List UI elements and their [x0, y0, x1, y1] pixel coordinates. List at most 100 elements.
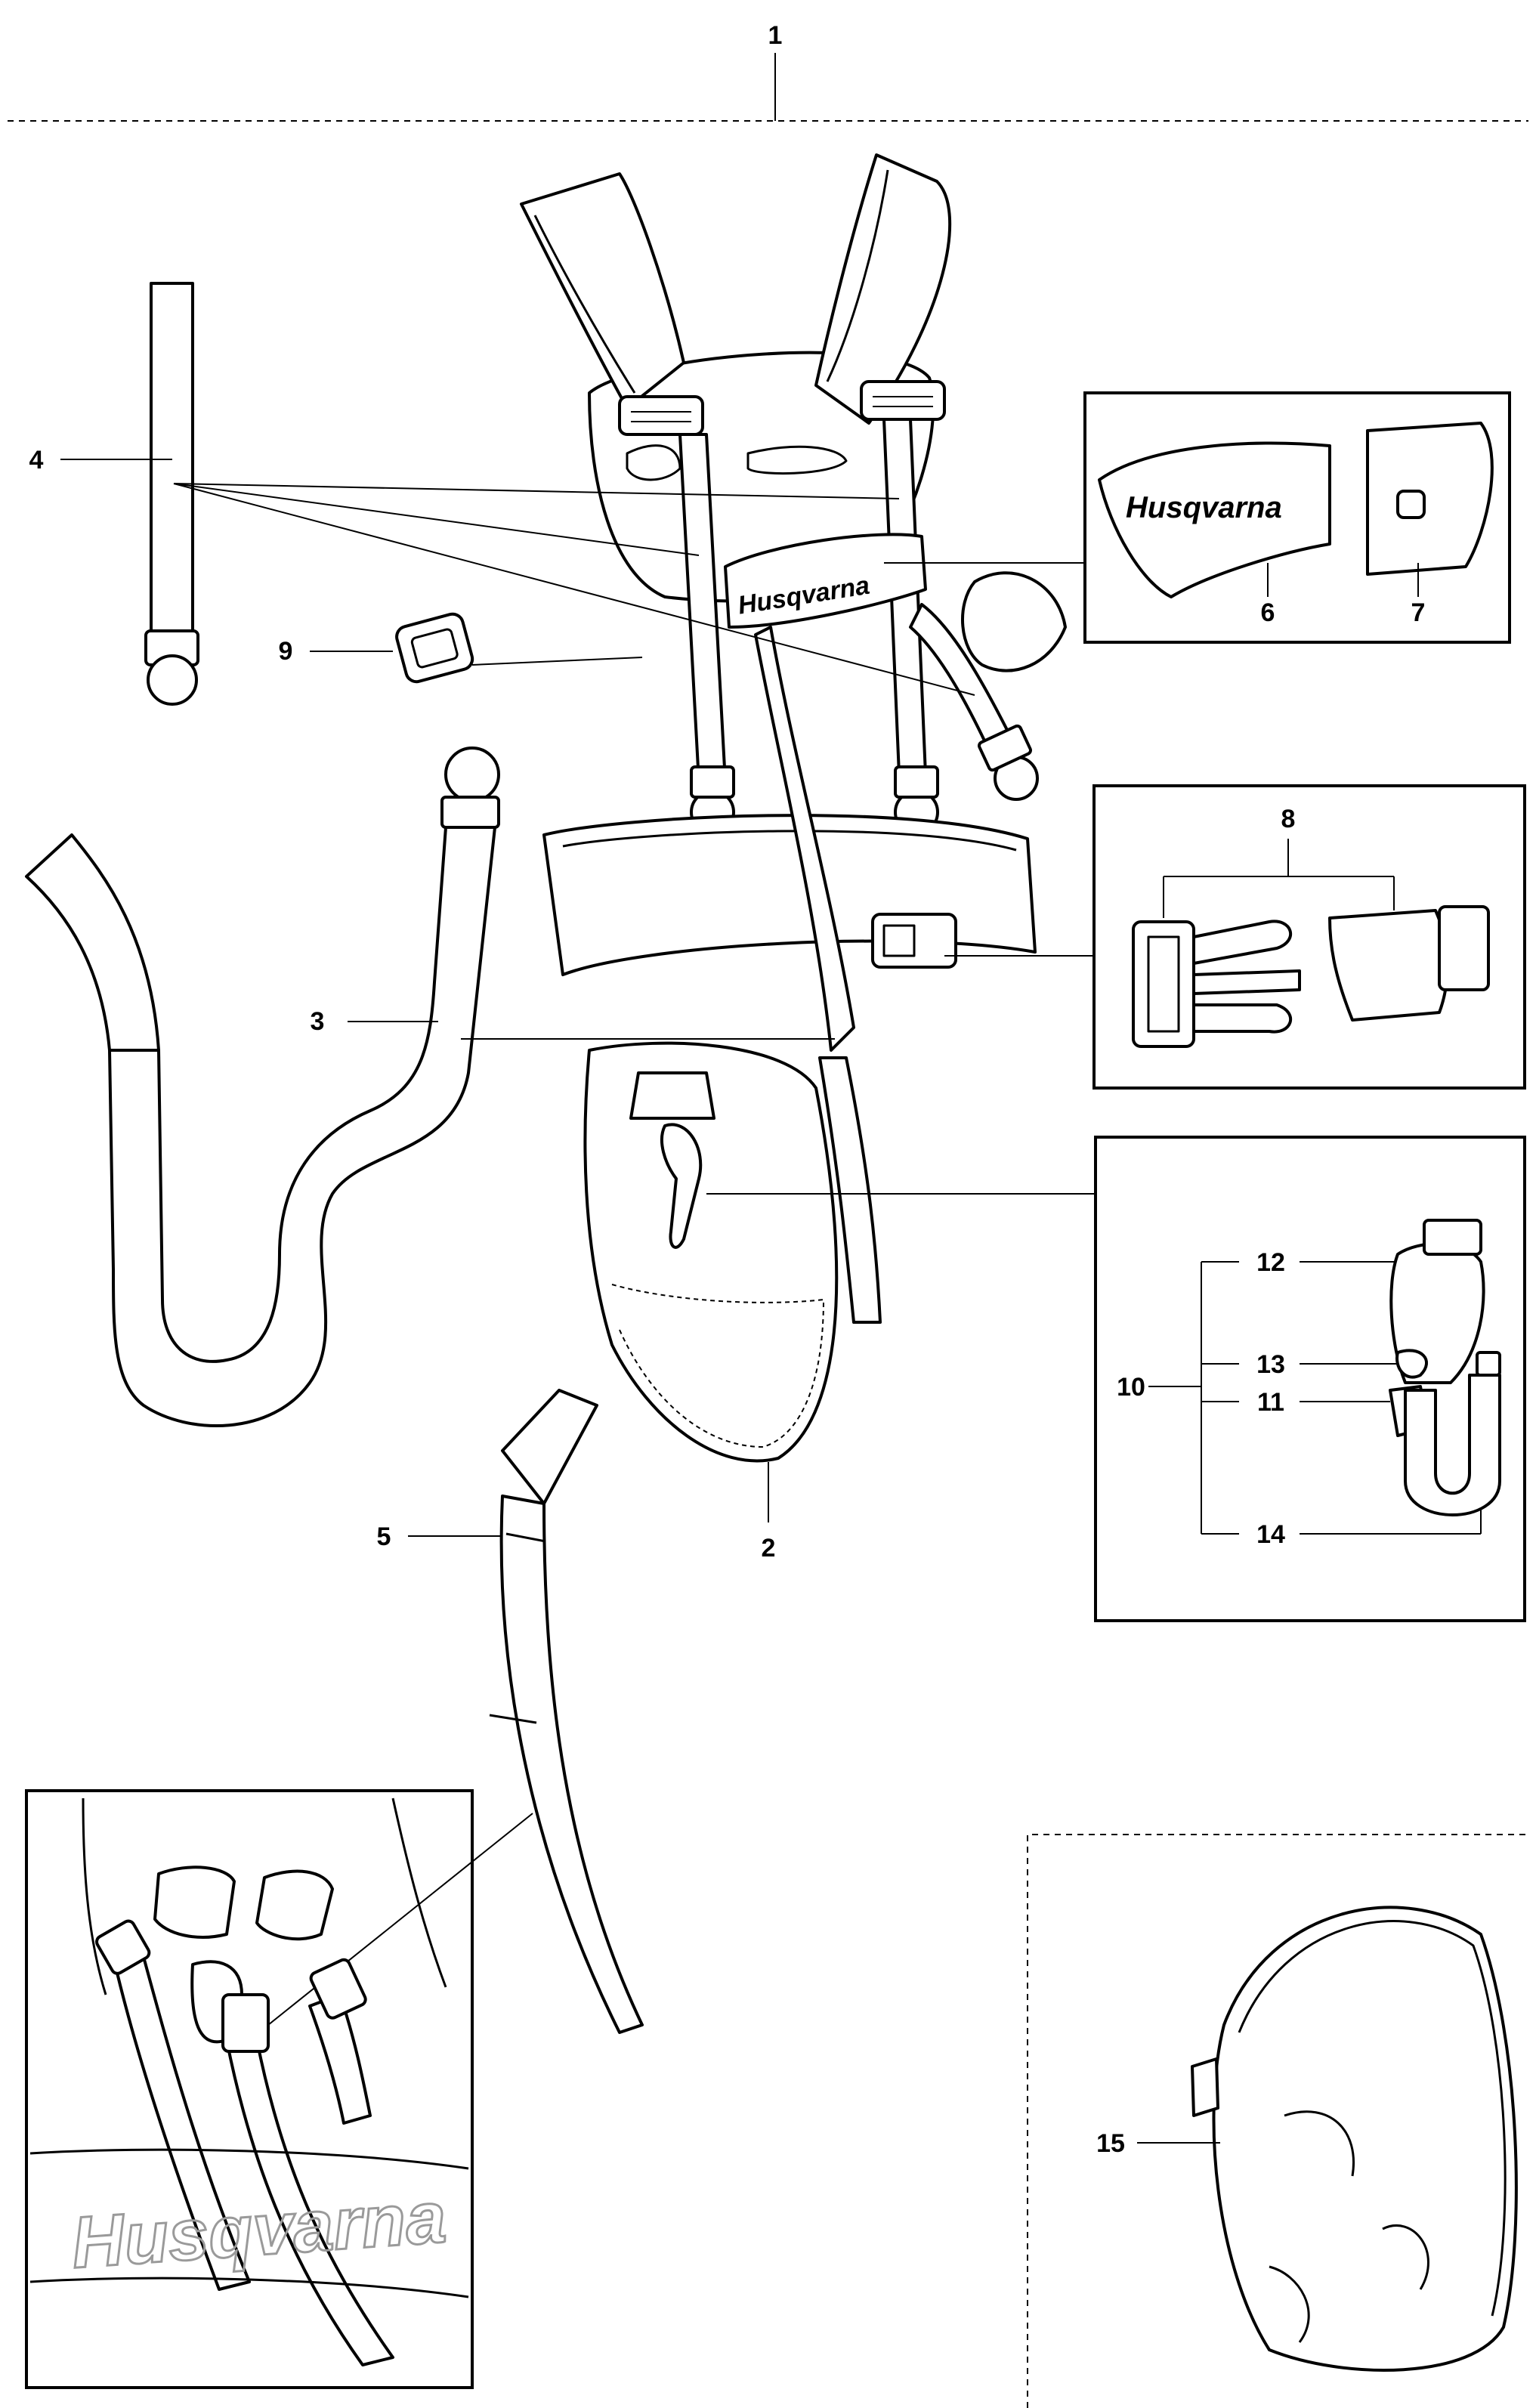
strap-4-body: [150, 282, 194, 632]
back-plate-vent-right: [746, 445, 848, 475]
harness-assembly: Husqvarna: [520, 153, 1067, 1463]
back-view-belt-bottom: [29, 2277, 469, 2298]
part-4-strap: [144, 282, 199, 706]
buckle-male-prong-bottom: [1192, 1003, 1293, 1034]
back-view-strap-right: [308, 1993, 372, 2125]
back-view-vent-left: [153, 1866, 236, 1939]
back-view-vent-right: [255, 1869, 334, 1941]
slide-buckle-inner: [410, 628, 459, 669]
callout-4-spoke-c: [173, 483, 975, 696]
right-shoulder-pad-edge: [826, 169, 889, 382]
detail-box-10-14: [1094, 1136, 1526, 1622]
callout-3[interactable]: 3: [311, 1007, 325, 1036]
callout-10-bracket: [1148, 1262, 1202, 1534]
callout-11[interactable]: 11: [1257, 1388, 1284, 1417]
hip-side-strap: [818, 1056, 882, 1324]
right-shoulder-buckle: [860, 380, 946, 421]
part-8-buckle-male: [1132, 920, 1301, 1048]
callout-10[interactable]: 10: [1117, 1373, 1145, 1402]
strap-5-top-tab: [501, 1389, 598, 1505]
slide-buckle-outer: [395, 612, 474, 684]
part-15-storage-bag: [1191, 1906, 1518, 2372]
hip-pad-seam: [611, 1284, 825, 1448]
buckle-male-prong-mid: [1192, 969, 1301, 995]
back-view-buckle-right: [309, 1958, 367, 2020]
side-pad-7-body: [1366, 422, 1494, 576]
storage-bag-pull-tab: [1191, 2057, 1219, 2117]
hook-top-clip: [1423, 1219, 1482, 1256]
hook-13-spring: [1395, 1349, 1428, 1379]
buckle-male-prong-top: [1192, 920, 1293, 965]
strap-3-body: [108, 826, 496, 1427]
strap-5-seam-mid: [489, 1714, 537, 1724]
back-view-detail: Husqvarna: [29, 1797, 469, 2366]
hook-14-body: [1404, 1374, 1501, 1516]
callout-15[interactable]: 15: [1096, 2129, 1125, 2158]
waist-belt-seam: [562, 830, 1017, 852]
side-pad-7-button: [1396, 490, 1426, 519]
part-5-strap: [489, 1389, 644, 2034]
part-9-slide-buckle: [395, 612, 474, 684]
side-strap-end: [978, 724, 1032, 772]
left-shoulder-pad-edge: [533, 215, 636, 394]
right-shoulder-pad: [814, 153, 952, 425]
callout-5[interactable]: 5: [377, 1522, 391, 1551]
waist-buckle-slot: [882, 924, 916, 957]
hook-assembly-detail: [1389, 1219, 1501, 1516]
callout-12[interactable]: 12: [1256, 1248, 1285, 1277]
part-6-chest-pad: Husqvarna: [1098, 441, 1331, 598]
callout-5-pointer: [249, 1813, 533, 2041]
strap-4-ring: [147, 654, 198, 706]
strap-3-ring: [444, 747, 500, 802]
back-view-belt-brand: Husqvarna: [69, 2177, 448, 2283]
callout-8[interactable]: 8: [1281, 805, 1296, 833]
storage-bag-body: [1212, 1906, 1518, 2372]
back-view-buckle-top-left: [95, 1919, 151, 1975]
hook-side-bolt: [1476, 1351, 1501, 1377]
callout-4-spoke-a: [173, 483, 900, 499]
callout-1[interactable]: 1: [768, 21, 783, 50]
buckle-female-tab: [1438, 905, 1490, 991]
buckle-female-body: [1328, 909, 1449, 1022]
left-shoulder-pad: [520, 172, 685, 410]
callout-6[interactable]: 6: [1261, 598, 1275, 627]
buckle-male-frame: [1132, 920, 1195, 1048]
detail-box-back-view: [25, 1789, 474, 2389]
storage-bag-zipper: [1238, 1920, 1507, 2317]
detail-box-8: [1093, 784, 1526, 1090]
center-strap: [754, 626, 855, 1052]
chest-plate: [724, 533, 927, 629]
chest-pad-6-body: [1098, 441, 1331, 598]
back-plate-vent-left: [626, 444, 681, 481]
chest-pad-6-brand: Husqvarna: [1126, 491, 1282, 524]
strap-3-shoulder-pad: [25, 833, 160, 1052]
right-side-pad: [961, 571, 1067, 672]
buckle-male-slot: [1147, 935, 1180, 1033]
storage-bag-wrinkle-a: [1284, 2110, 1355, 2177]
strap-5-seam-top: [505, 1532, 546, 1543]
storage-bag-wrinkle-c: [1269, 2265, 1310, 2343]
callout-13[interactable]: 13: [1256, 1350, 1285, 1379]
left-shoulder-buckle: [618, 395, 704, 436]
back-view-belt-top: [29, 2148, 469, 2170]
back-view-strap-left: [112, 1955, 251, 2291]
callout-4[interactable]: 4: [29, 446, 44, 474]
part-8-buckle-female: [1328, 905, 1490, 1022]
callout-9[interactable]: 9: [279, 637, 293, 666]
back-view-shoulder-right: [391, 1797, 447, 1988]
part-3-curved-strap: [25, 747, 500, 1427]
storage-bag-wrinkle-b: [1382, 2224, 1429, 2290]
strap-5-body: [499, 1495, 644, 2034]
callout-7[interactable]: 7: [1411, 598, 1426, 627]
back-view-shoulder-left: [82, 1797, 107, 1995]
hip-hook: [660, 1123, 703, 1249]
part-7-side-pad: [1366, 422, 1494, 576]
back-view-buckle-left: [221, 1993, 270, 2053]
callout-14[interactable]: 14: [1256, 1520, 1285, 1549]
left-strap-end: [690, 765, 735, 799]
callout-4-spoke-b: [173, 483, 700, 556]
right-strap-end: [894, 765, 939, 799]
callout-9-leader-ext: [471, 657, 643, 666]
callout-2[interactable]: 2: [762, 1534, 776, 1563]
